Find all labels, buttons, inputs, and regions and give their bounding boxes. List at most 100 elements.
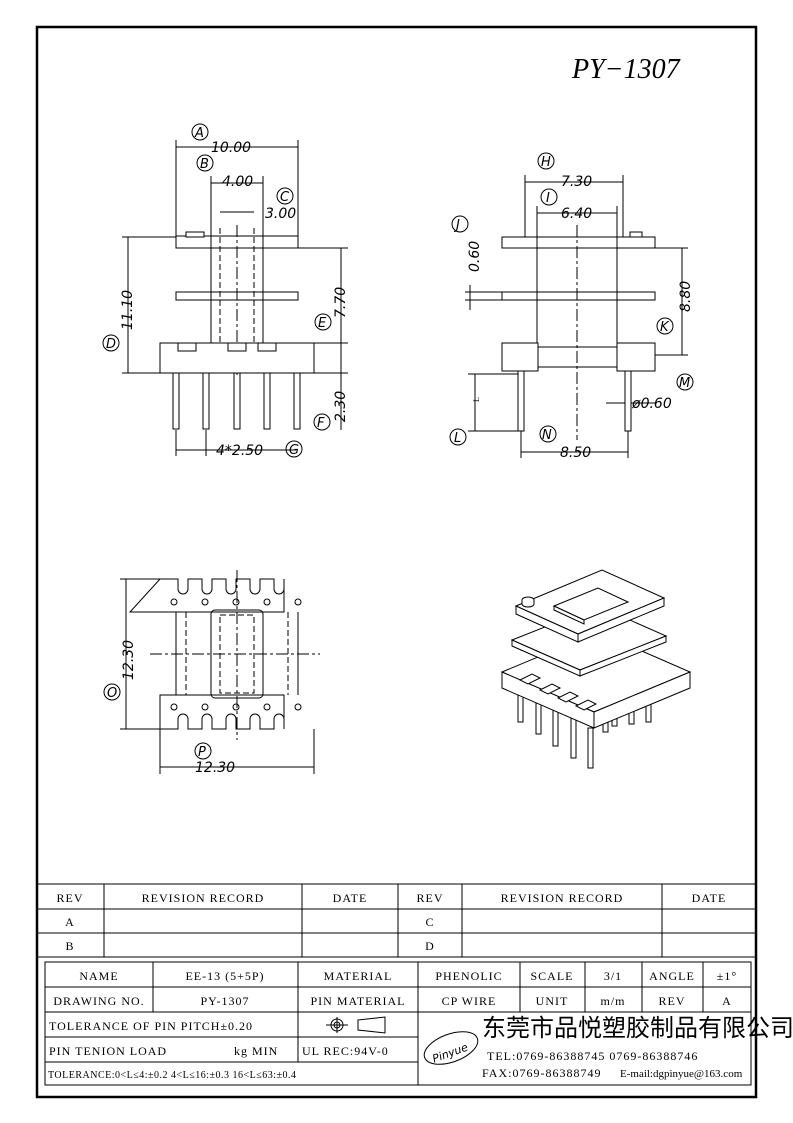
svg-text:A: A — [194, 126, 204, 141]
callout-N: N — [539, 425, 557, 443]
svg-text:O: O — [107, 686, 117, 701]
company-fax: FAX:0769-86388749 — [482, 1066, 601, 1080]
rev-value: A — [722, 994, 732, 1008]
rev-header-2: REV — [417, 891, 444, 905]
dim-C: 3.00 — [265, 206, 296, 222]
callout-F: F — [313, 413, 331, 431]
scale-value: 3/1 — [604, 969, 622, 983]
date-header-1: DATE — [333, 891, 368, 905]
company-logo: Pinyue — [423, 1031, 479, 1066]
svg-text:H: H — [541, 155, 551, 170]
pin-material-value: CP WIRE — [442, 994, 497, 1008]
callout-J: J — [451, 215, 469, 233]
sheet-border — [35, 25, 758, 1099]
tolerance-pin-pitch: TOLERANCE OF PIN PITCH±0.20 — [49, 1019, 253, 1033]
material-label: MATERIAL — [324, 969, 393, 983]
rev-row-C: C — [425, 915, 434, 929]
callout-O: O — [103, 683, 121, 701]
company-email: E-mail:dgpinyue@163.com — [620, 1068, 743, 1080]
svg-text:E: E — [318, 316, 327, 331]
rev-label: REV — [659, 994, 686, 1008]
company-name-cn: 东莞市品悦塑胶制品有限公司 — [482, 1015, 793, 1042]
dim-O: 12.30 — [121, 640, 137, 680]
unit-value: m/m — [600, 994, 625, 1008]
company-tel: TEL:0769-86388745 0769-86388746 — [487, 1049, 698, 1063]
logo-text: Pinyue — [431, 1041, 470, 1066]
front-view — [122, 140, 348, 456]
callout-B: B — [196, 154, 214, 172]
drawing-no-label: DRAWING NO. — [53, 994, 144, 1008]
side-view — [465, 175, 688, 458]
dim-E: 7.70 — [333, 287, 349, 318]
callout-P: P — [194, 742, 212, 760]
dim-N: 8.50 — [560, 445, 591, 461]
material-value: PHENOLIC — [435, 969, 502, 983]
dim-D: 11.10 — [120, 290, 136, 330]
date-header-2: DATE — [692, 891, 727, 905]
revision-record-header-1: REVISION RECORD — [142, 891, 265, 905]
dim-M: ø0.60 — [631, 396, 672, 412]
dim-H: 7.30 — [561, 174, 592, 190]
dim-G: 4*2.50 — [216, 443, 263, 459]
svg-text:G: G — [289, 443, 299, 458]
rev-header-1: REV — [57, 891, 84, 905]
dim-L: L — [472, 397, 481, 402]
svg-text:P: P — [198, 745, 206, 760]
title-block — [44, 961, 752, 1086]
isometric-view — [500, 569, 692, 769]
callout-K: K — [656, 317, 674, 335]
name-value: EE-13 (5+5P) — [185, 969, 264, 983]
side-view-labels: 7.30 6.40 ø0.60 8.50 0.60 8.80 L H I J K… — [449, 152, 694, 461]
revision-record-header-2: REVISION RECORD — [501, 891, 624, 905]
callout-A: A — [191, 123, 209, 141]
part-number-title: PY−1307 — [571, 54, 681, 85]
front-view-labels: 10.00 4.00 3.00 4*2.50 11.10 7.70 2.30 A… — [102, 123, 349, 459]
name-label: NAME — [79, 969, 118, 983]
callout-M: M — [676, 373, 694, 391]
svg-text:J: J — [453, 218, 460, 233]
callout-C: C — [276, 187, 294, 205]
dim-B: 4.00 — [222, 174, 253, 190]
pin-tension-label: PIN TENION LOAD — [49, 1044, 167, 1058]
pin-tension-unit: kg MIN — [234, 1044, 278, 1058]
svg-text:B: B — [200, 157, 209, 172]
drawing-no-value: PY-1307 — [200, 994, 249, 1008]
callout-D: D — [102, 334, 120, 352]
title-block-text-left: TOLERANCE OF PIN PITCH±0.20 PIN TENION L… — [48, 1019, 389, 1081]
revision-table-text: REV REVISION RECORD DATE REV REVISION RE… — [57, 891, 727, 953]
dim-K: 8.80 — [678, 281, 694, 312]
bottom-view-labels: 12.30 12.30 O P — [103, 640, 235, 776]
projection-symbol — [326, 1016, 386, 1034]
bottom-view — [120, 570, 320, 774]
angle-value: ±1° — [717, 969, 737, 983]
scale-label: SCALE — [530, 969, 573, 983]
title-block-text: NAME EE-13 (5+5P) MATERIAL PHENOLIC SCAL… — [53, 969, 737, 1008]
dim-F: 2.30 — [333, 391, 349, 422]
dim-I: 6.40 — [561, 206, 592, 222]
ul-rec: UL REC:94V-0 — [302, 1044, 389, 1058]
rev-row-A: A — [65, 915, 75, 929]
svg-text:C: C — [280, 190, 290, 205]
svg-text:D: D — [106, 337, 116, 352]
callout-G: G — [285, 440, 303, 458]
tolerance-ranges: TOLERANCE:0<L≤4:±0.2 4<L≤16:±0.3 16<L≤63… — [48, 1070, 297, 1081]
dim-P: 12.30 — [195, 760, 235, 776]
unit-label: UNIT — [536, 994, 569, 1008]
callout-E: E — [314, 313, 332, 331]
svg-text:I: I — [546, 191, 550, 206]
rev-row-D: D — [425, 939, 435, 953]
svg-text:K: K — [660, 320, 670, 335]
angle-label: ANGLE — [649, 969, 695, 983]
dim-A: 10.00 — [211, 140, 251, 156]
dim-J: 0.60 — [467, 241, 483, 272]
svg-text:N: N — [542, 428, 552, 443]
svg-text:F: F — [317, 416, 325, 431]
svg-text:L: L — [454, 431, 461, 446]
callout-L: L — [449, 428, 467, 446]
callout-I: I — [540, 188, 558, 206]
svg-text:M: M — [679, 376, 690, 391]
rev-row-B: B — [65, 939, 74, 953]
revision-table — [37, 883, 756, 958]
callout-H: H — [537, 152, 555, 170]
